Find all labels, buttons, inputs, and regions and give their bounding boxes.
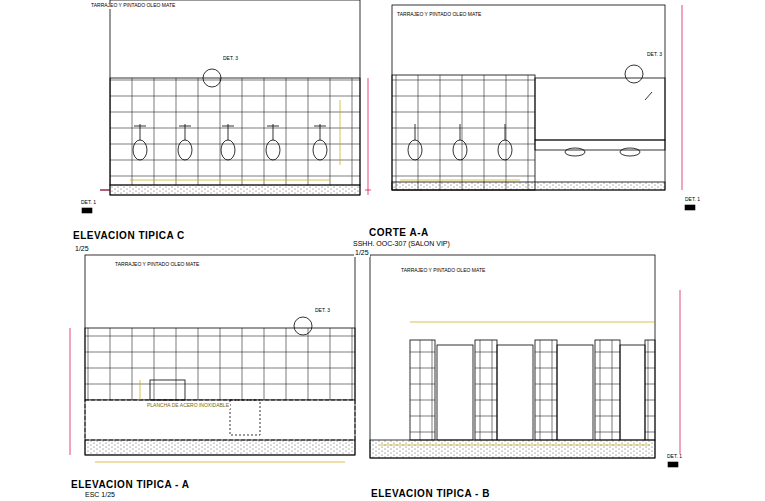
finish-note: TARRAJEO Y PINTADO OLEO MATE (114, 262, 200, 268)
finish-note: TARRAJEO Y PINTADO OLEO MATE (90, 3, 176, 9)
drawing-title: ELEVACION TIPICA - A (70, 479, 191, 490)
detail-callout: DET. 1 (80, 200, 97, 206)
material-note: PLANCHA DE ACERO INOXIDABLE (146, 403, 230, 409)
detail-callout: DET. 3 (646, 52, 663, 58)
finish-note: TARRAJEO Y PINTADO OLEO MATE (396, 12, 482, 18)
drawing-title: CORTE A-A (368, 227, 430, 238)
room-name: SSHH. OOC-307 (SALON VIP) (352, 240, 451, 248)
detail-callout: DET. 3 (314, 308, 331, 314)
detail-callout: DET. 1 (684, 197, 701, 203)
detail-callout: DET. 3 (222, 56, 239, 62)
scale-note: 1/25 (354, 249, 370, 257)
scale-note: 1/25 (74, 245, 90, 253)
drawing-title: ELEVACION TIPICA C (72, 230, 186, 241)
finish-note: TARRAJEO Y PINTADO OLEO MATE (400, 268, 486, 274)
drawing-title: ELEVACION TIPICA - B (370, 488, 491, 499)
detail-callout: DET. 1 (666, 454, 683, 460)
scale-note: ESC 1/25 (84, 491, 116, 499)
